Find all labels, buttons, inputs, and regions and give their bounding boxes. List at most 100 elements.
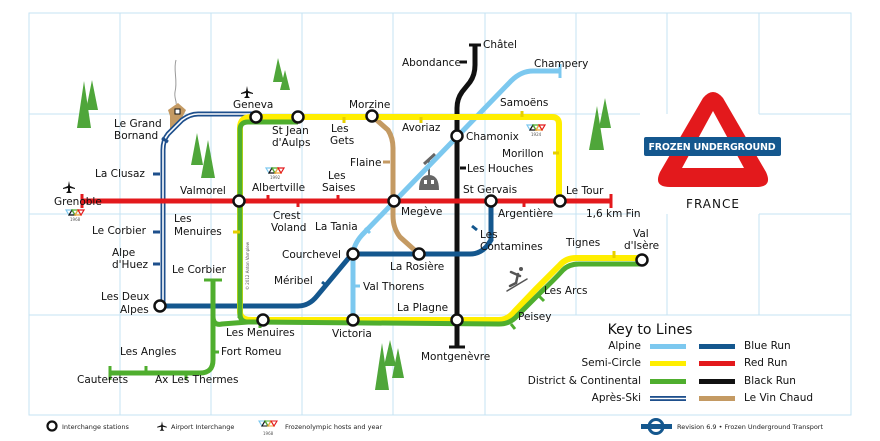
interchange-victoria[interactable] [346,313,360,327]
station-les-gets-2[interactable]: Gets [330,135,354,147]
olympic-icon-chamonix [525,123,547,132]
interchange-chamonix[interactable] [450,129,464,143]
bottom-legend: Interchange stations Airport Interchange… [46,419,382,436]
footer-revision: Revision 6.9 • Frozen Underground Transp… [677,423,823,431]
brand-country: FRANCE [686,197,740,211]
station-victoria[interactable]: Victoria [332,328,372,340]
station-les-angles[interactable]: Les Angles [120,346,176,358]
station-chatel[interactable]: Châtel [483,39,517,51]
station-val-thorens[interactable]: Val Thorens [363,281,424,293]
interchange-les-menuires[interactable] [256,313,270,327]
interchange-les-deux-alpes[interactable] [153,299,167,313]
station-alpe-2[interactable]: d'Huez [112,259,149,271]
station-valmorel[interactable]: Valmorel [180,185,226,197]
olympic-year-chamonix: 1924 [531,132,542,137]
station-abondance[interactable]: Abondance [402,57,461,69]
interchange-le-tour[interactable] [553,194,567,208]
station-alpe-1[interactable]: Alpe [112,247,135,259]
station-cauterets[interactable]: Cauterets [77,374,128,386]
station-megeve[interactable]: Megève [401,206,442,218]
station-crest-1[interactable]: Crest [273,210,300,222]
legend-airport: Airport Interchange [171,423,234,431]
station-st-gervais[interactable]: St Gervais [463,184,517,196]
interchange-stations [153,109,649,327]
station-crest-2[interactable]: Voland [271,222,306,234]
station-les-deux-alpes-2[interactable]: Alpes [120,304,149,316]
station-meribel[interactable]: Méribel [274,275,313,287]
line-apres-ski [160,111,256,308]
station-la-clusaz[interactable]: La Clusaz [95,168,145,180]
station-la-rosiere[interactable]: La Rosière [390,261,444,273]
station-geneva[interactable]: Geneva [233,99,273,111]
skier-icon [506,267,528,292]
frozen-underground-logo: FROZEN UNDERGROUND FRANCE [644,92,781,211]
station-fin[interactable]: 1,6 km Fin [586,208,641,220]
map-grid [28,12,852,416]
station-courchevel[interactable]: Courchevel [282,249,341,261]
station-ax-les-thermes[interactable]: Ax Les Thermes [155,374,239,386]
station-morillon[interactable]: Morillon [502,148,544,160]
station-la-tania[interactable]: La Tania [315,221,358,233]
station-le-corbier-2[interactable]: Le Corbier [172,264,227,276]
station-peisey[interactable]: Peisey [518,311,551,323]
station-le-grand-2[interactable]: Bornand [114,130,158,142]
station-les-contamines-1[interactable]: Les [480,229,498,241]
station-montgenevre[interactable]: Montgenèvre [421,351,490,363]
interchange-valmorel[interactable] [232,194,246,208]
key-label-le-vin-chaud: Le Vin Chaud [744,392,813,404]
key-label-red-run: Red Run [744,357,787,369]
station-les-arcs[interactable]: Les Arcs [544,285,587,297]
interchange-geneva[interactable] [249,110,263,124]
station-labels: Châtel Abondance Champery Geneva Morzine… [54,39,659,386]
interchange-megeve[interactable] [387,194,401,208]
station-avoriaz[interactable]: Avoriaz [402,122,441,134]
interchange-st-gervais[interactable] [484,194,498,208]
station-grenoble[interactable]: Grenoble [54,196,102,208]
station-les-menuires-1b[interactable]: Menuires [174,226,222,238]
interchange-st-jean[interactable] [291,110,305,124]
station-samoens[interactable]: Samoëns [500,97,548,109]
station-les-saises-2[interactable]: Saises [322,182,355,194]
station-la-plagne[interactable]: La Plagne [397,302,448,314]
interchange-val-disere[interactable] [635,253,649,267]
olympic-icons [64,123,547,217]
station-le-corbier-1[interactable]: Le Corbier [92,225,147,237]
interchange-courchevel[interactable] [346,247,360,261]
olympic-legend-icon [258,419,278,428]
station-st-jean-1[interactable]: St Jean [272,125,309,137]
station-val-1[interactable]: Val [633,228,649,240]
station-les-saises-1[interactable]: Les [328,170,346,182]
station-champery[interactable]: Champery [534,58,588,70]
station-val-2[interactable]: d'Isère [624,240,659,252]
key-swatch-alpine [650,344,686,349]
station-les-houches[interactable]: Les Houches [467,163,533,175]
key-label-alpine: Alpine [608,340,641,352]
station-les-contamines-2[interactable]: Contamines [480,241,543,253]
interchange-morzine[interactable] [365,109,379,123]
station-les-menuires-2[interactable]: Les Menuires [226,327,295,339]
key-swatch-le-vin-chaud [699,396,735,401]
station-les-deux-alpes-1[interactable]: Les Deux [101,291,149,303]
copyright-text: © 2012 Anton Vamplew [245,241,250,290]
station-fort-romeu[interactable]: Fort Romeu [221,346,281,358]
station-st-jean-2[interactable]: d'Aulps [272,137,310,149]
key-swatch-semi-circle [650,361,686,366]
key-swatch-apres-ski-inner [650,397,686,400]
station-chamonix[interactable]: Chamonix [466,131,519,143]
interchange-la-plagne[interactable] [450,313,464,327]
station-les-gets-1[interactable]: Les [331,123,349,135]
station-tignes[interactable]: Tignes [565,237,600,249]
station-argentiere[interactable]: Argentière [498,208,553,220]
key-swatch-district [650,379,686,384]
key-swatch-black-run [699,379,735,384]
station-albertville[interactable]: Albertville [252,182,305,194]
station-les-menuires-1a[interactable]: Les [174,213,192,225]
station-le-grand-1[interactable]: Le Grand [114,118,162,130]
station-morzine[interactable]: Morzine [349,99,390,111]
line-blue-run [163,201,494,309]
station-flaine[interactable]: Flaine [350,157,381,169]
station-le-tour[interactable]: Le Tour [566,185,604,197]
interchange-la-rosiere[interactable] [412,247,426,261]
airport-icon-geneva [241,86,253,98]
legend-olympic: Frozenolympic hosts and year [285,423,382,431]
